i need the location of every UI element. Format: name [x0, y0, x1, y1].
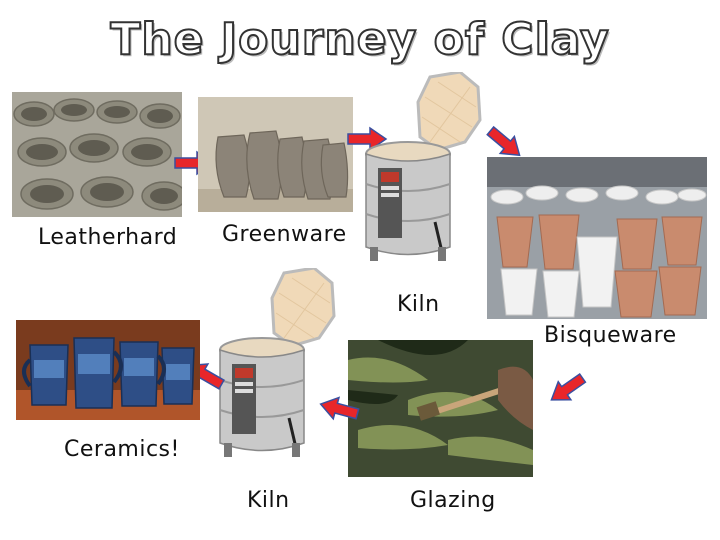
kiln-bottom-label: Kiln	[247, 488, 290, 513]
leatherhard-photo	[12, 92, 182, 217]
arrow-left-icon	[318, 393, 360, 424]
glazing-photo	[348, 340, 533, 477]
greenware-label: Greenware	[222, 222, 347, 247]
arrow-right-icon	[347, 126, 388, 152]
arrow-down-right-icon	[483, 122, 526, 163]
kiln-top-label: Kiln	[397, 292, 440, 317]
bisqueware-photo	[487, 157, 707, 319]
ceramics-photo	[16, 320, 200, 420]
ceramics-label: Ceramics!	[64, 437, 180, 462]
kiln-bottom-illustration	[214, 268, 344, 468]
bisqueware-label: Bisqueware	[544, 323, 677, 348]
greenware-photo	[198, 97, 353, 212]
arrow-down-left-icon	[545, 369, 589, 409]
kiln-top-illustration	[360, 72, 490, 272]
glazing-label: Glazing	[410, 488, 496, 513]
leatherhard-label: Leatherhard	[38, 225, 178, 250]
page-title: The Journey of Clay	[109, 13, 610, 66]
